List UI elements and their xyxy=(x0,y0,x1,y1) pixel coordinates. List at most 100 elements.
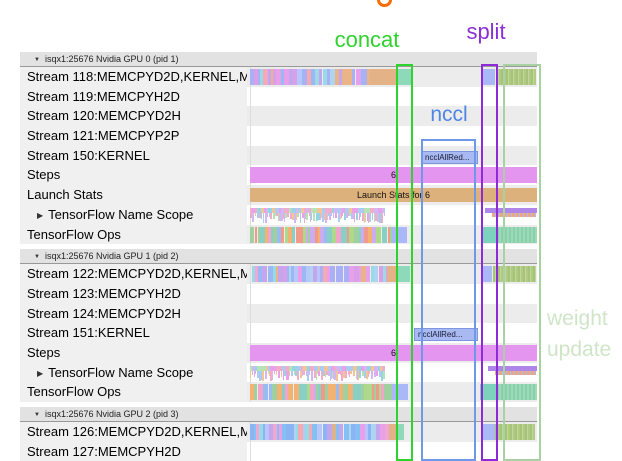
trace-row: Stream 122:MEMCPYD2D,KERNEL,MI xyxy=(20,264,537,284)
trace-event-striped-bar[interactable] xyxy=(495,370,536,375)
nccl-allreduce-bar[interactable]: ncclAllRed... xyxy=(414,328,478,342)
trace-event-bar[interactable] xyxy=(480,384,497,401)
row-track[interactable] xyxy=(247,382,537,402)
row-label-text: Stream 121:MEMCPYP2P xyxy=(27,128,180,144)
row-track[interactable] xyxy=(247,204,537,225)
trace-row: Stream 124:MEMCPYD2H xyxy=(20,303,537,324)
trace-event-bar[interactable] xyxy=(392,384,408,401)
trace-event-bar[interactable] xyxy=(370,69,397,85)
trace-event-bar[interactable]: Launch Stats for 6 xyxy=(250,188,537,203)
trace-event-bar[interactable] xyxy=(390,424,398,440)
row-label-text: TensorFlow Ops xyxy=(27,384,121,400)
trace-event-bar[interactable]: 6 xyxy=(250,167,537,184)
expand-arrow-icon: ▶ xyxy=(37,368,44,378)
row-track[interactable] xyxy=(247,303,537,324)
trace-row: Stream 127:MEMCPYH2D xyxy=(20,441,537,461)
expand-arrow-icon: ▶ xyxy=(37,210,44,220)
gpu-section: ▼ isqx1:25676 Nvidia GPU 2 (pid 3) Stream … xyxy=(20,407,537,461)
row-label: Stream 124:MEMCPYD2H xyxy=(20,303,247,324)
row-track[interactable] xyxy=(247,283,537,304)
trace-row: Stream 121:MEMCPYP2P xyxy=(20,126,537,146)
row-label-text: Stream 120:MEMCPYD2H xyxy=(27,108,181,124)
row-track[interactable] xyxy=(247,86,537,107)
row-track[interactable] xyxy=(247,264,537,284)
row-label-text: Launch Stats xyxy=(27,187,103,203)
trace-row: Stream 150:KERNEL ncclAllRed... xyxy=(20,145,537,166)
row-track[interactable] xyxy=(247,67,537,87)
trace-event-bar[interactable] xyxy=(397,69,413,85)
gpu-section: ▼isqx1:25676 Nvidia GPU 1 (pid 2)Stream … xyxy=(20,249,537,402)
row-track[interactable]: 6 xyxy=(247,165,537,186)
gpu-section-header[interactable]: ▼isqx1:25676 Nvidia GPU 1 (pid 2) xyxy=(20,249,537,265)
trace-dense-events[interactable] xyxy=(250,424,390,440)
bar-label: ncclAllRed... xyxy=(418,330,463,340)
row-label: Stream 151:KERNEL xyxy=(20,323,247,343)
nccl-allreduce-bar[interactable]: ncclAllRed... xyxy=(421,150,478,164)
row-label-text: Stream 127:MEMCPYH2D xyxy=(27,443,181,459)
gpu-section-header[interactable]: ▼ isqx1:25676 Nvidia GPU 2 (pid 3) xyxy=(20,407,537,422)
trace-dense-events[interactable] xyxy=(250,226,392,243)
trace-dense-events[interactable] xyxy=(250,69,370,85)
trace-event-bar[interactable] xyxy=(392,226,407,243)
trace-dense-events[interactable] xyxy=(250,384,392,401)
trace-event-bar[interactable] xyxy=(387,266,397,283)
row-label: Stream 118:MEMCPYD2D,KERNEL,ME xyxy=(20,67,247,87)
row-track[interactable]: ncclAllRed... xyxy=(247,145,537,166)
trace-event-bar[interactable] xyxy=(398,424,404,440)
trace-event-bar[interactable]: 6 xyxy=(250,344,537,361)
row-track[interactable] xyxy=(247,106,537,127)
row-track[interactable] xyxy=(247,422,537,442)
name-scope-flame-bars[interactable] xyxy=(250,205,385,225)
trace-event-bar[interactable] xyxy=(483,226,497,243)
trace-row: TensorFlow Ops xyxy=(20,382,537,402)
trace-event-bar[interactable] xyxy=(488,365,537,371)
row-label: Stream 127:MEMCPYH2D xyxy=(20,441,247,461)
concat-annotation-label: concat xyxy=(334,27,400,52)
trace-row: Stream 151:KERNEL ncclAllRed... xyxy=(20,323,537,343)
trace-event-bar[interactable] xyxy=(397,266,410,283)
collapse-triangle-icon: ▼ xyxy=(34,412,40,418)
row-label-text: Stream 150:KERNEL xyxy=(27,147,150,163)
collapse-triangle-icon: ▼ xyxy=(34,254,40,261)
trace-row: Stream 126:MEMCPYD2D,KERNEL,MI xyxy=(20,422,537,442)
trace-dense-events[interactable] xyxy=(252,266,387,283)
row-track[interactable] xyxy=(247,126,537,146)
row-track[interactable]: 6 xyxy=(247,342,537,363)
name-scope-flame-bars[interactable] xyxy=(250,363,385,383)
trace-event-bar[interactable] xyxy=(483,266,492,283)
row-label[interactable]: ▶ TensorFlow Name Scope xyxy=(20,204,247,225)
gpu-section-header[interactable]: ▼isqx1:25676 Nvidia GPU 0 (pid 1) xyxy=(20,52,537,67)
trace-event-striped-bar[interactable] xyxy=(492,212,536,217)
trace-event-bar[interactable] xyxy=(483,424,495,440)
trace-event-bar[interactable] xyxy=(483,69,495,85)
row-track[interactable]: Launch Stats for 6 xyxy=(247,185,537,205)
clipped-orange-text-fragment xyxy=(377,0,392,7)
gpu-section-title: isqx1:25676 Nvidia GPU 2 (pid 3) xyxy=(44,409,179,419)
trace-row: Stream 120:MEMCPYD2H xyxy=(20,106,537,127)
row-label-text: TensorFlow Name Scope xyxy=(48,206,194,222)
trace-event-striped-bar[interactable] xyxy=(493,266,536,283)
gpu-section-title: isqx1:25676 Nvidia GPU 0 (pid 1) xyxy=(44,54,179,64)
trace-event-striped-bar[interactable] xyxy=(497,226,537,243)
row-label-text: Stream 126:MEMCPYD2D,KERNEL,MI xyxy=(27,424,247,439)
row-label: Launch Stats xyxy=(20,185,247,205)
trace-event-striped-bar[interactable] xyxy=(497,384,537,401)
row-track[interactable] xyxy=(247,362,537,383)
trace-event-bar[interactable] xyxy=(485,207,537,213)
row-label: Steps xyxy=(20,165,247,186)
row-label: Stream 121:MEMCPYP2P xyxy=(20,126,247,146)
trace-row: Launch Stats Launch Stats for 6 xyxy=(20,185,537,205)
row-label[interactable]: ▶TensorFlow Name Scope xyxy=(20,362,247,383)
row-track[interactable] xyxy=(247,224,537,245)
row-label-text: Stream 123:MEMCPYH2D xyxy=(27,285,181,301)
row-track[interactable] xyxy=(247,441,537,461)
trace-row: Stream 123:MEMCPYH2D xyxy=(20,283,537,304)
trace-event-striped-bar[interactable] xyxy=(496,69,536,85)
row-label: Stream 123:MEMCPYH2D xyxy=(20,283,247,304)
row-label-text: Stream 119:MEMCPYH2D xyxy=(27,88,180,104)
row-track[interactable]: ncclAllRed... xyxy=(247,323,537,343)
bar-label: ncclAllRed... xyxy=(425,152,470,162)
trace-event-striped-bar[interactable] xyxy=(495,424,535,440)
